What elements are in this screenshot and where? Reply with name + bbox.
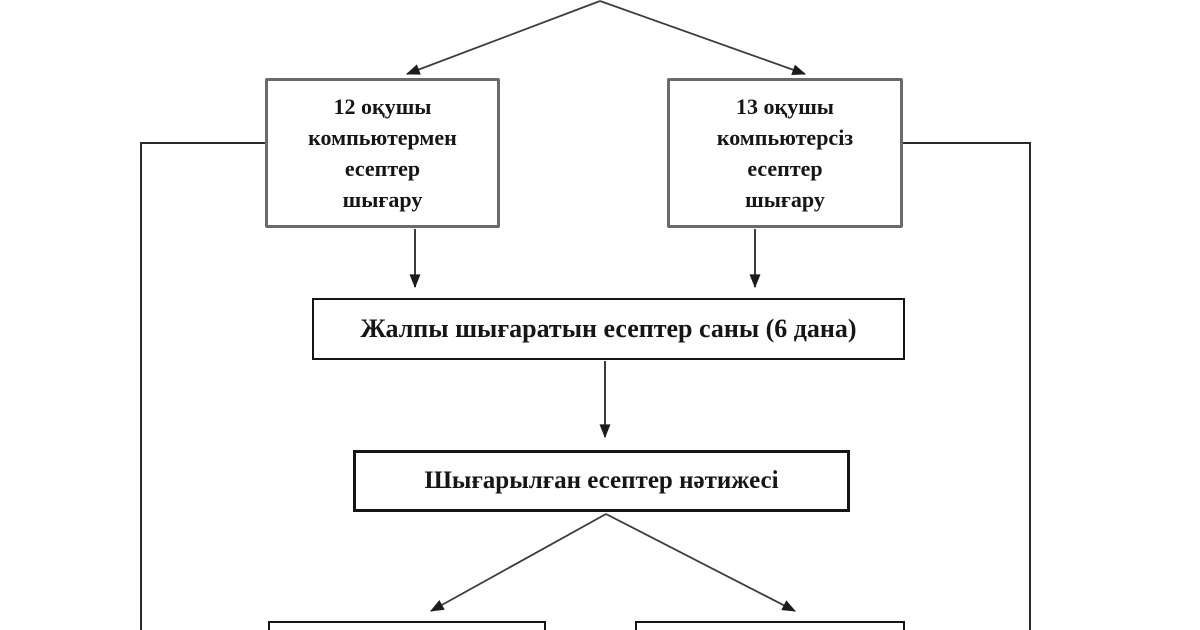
bracket-line-right	[903, 142, 1031, 630]
node-students-with-computer: 12 оқушы компьютермен есептер шығару	[265, 78, 500, 228]
bracket-line-left	[140, 142, 265, 630]
arrow-result-to-bottom-left	[430, 513, 607, 612]
arrow-top-to-left-box	[405, 0, 601, 75]
node-bottom-right-cutoff	[635, 621, 905, 630]
arrow-result-to-bottom-right	[605, 513, 796, 612]
node-total-tasks-count: Жалпы шығаратын есептер саны (6 дана)	[312, 298, 905, 360]
node-bottom-left-cutoff	[268, 621, 546, 630]
node-students-without-computer: 13 оқушы компьютерсіз есептер шығару	[667, 78, 903, 228]
node-solved-tasks-result: Шығарылған есептер нәтижесі	[353, 450, 850, 512]
arrow-top-to-right-box	[599, 0, 807, 75]
